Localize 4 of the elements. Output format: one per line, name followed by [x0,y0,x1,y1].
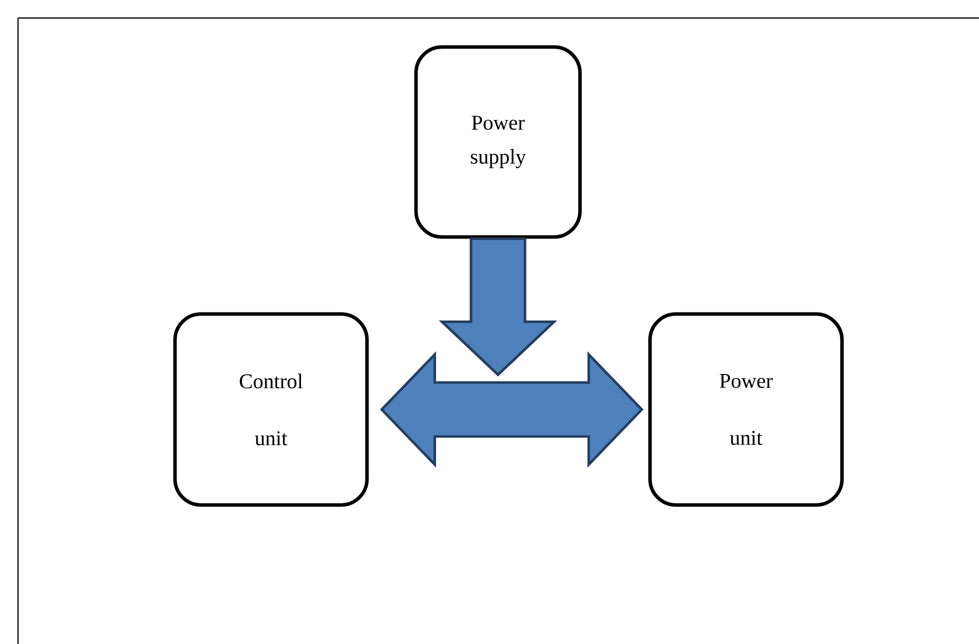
block-arrow [438,237,558,377]
rounded-box: Control unit [173,312,369,507]
rounded-box: Power supply [414,45,582,239]
rounded-box: Power unit [648,312,844,507]
